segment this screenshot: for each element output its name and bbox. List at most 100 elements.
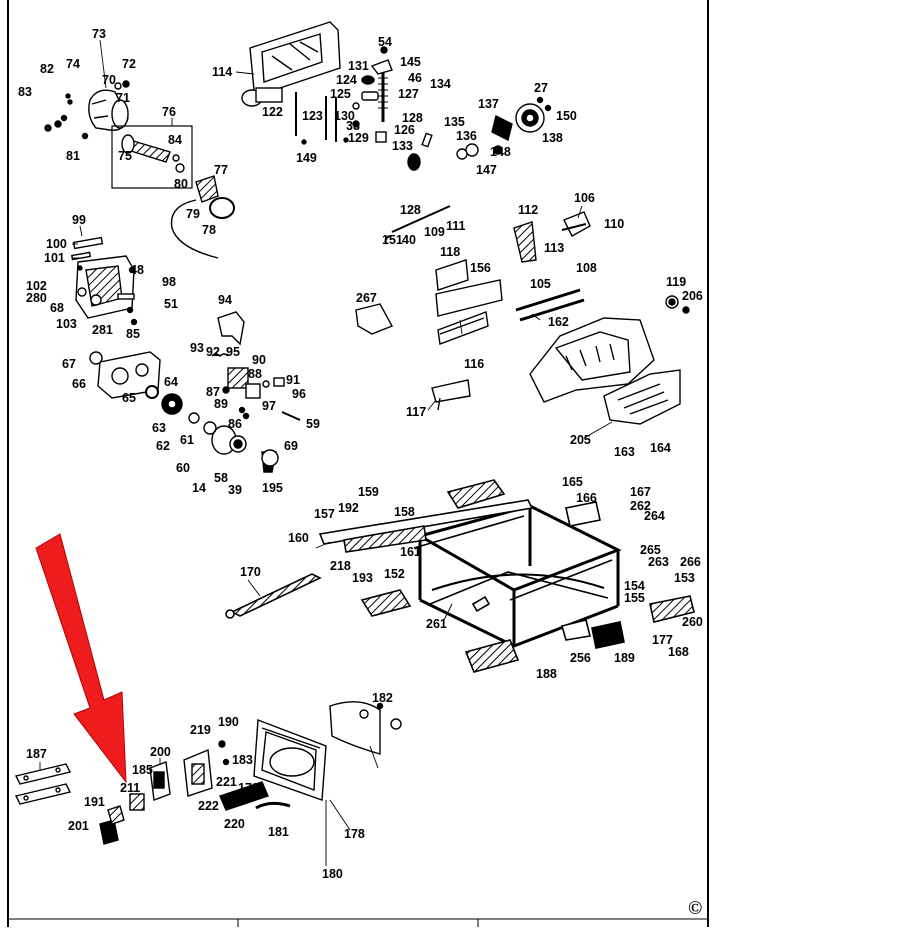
- part-label: 105: [530, 277, 551, 291]
- part-label: 48: [130, 263, 144, 277]
- part-label: 84: [168, 133, 182, 147]
- part-label: 179: [238, 781, 259, 795]
- part-label: 14: [192, 481, 206, 495]
- part-label: 109: [424, 225, 445, 239]
- part-label: 74: [66, 57, 80, 71]
- part-label: 73: [92, 27, 106, 41]
- part-label: 156: [470, 261, 491, 275]
- part-label: 256: [570, 651, 591, 665]
- part-label: 134: [430, 77, 451, 91]
- part-label: 51: [164, 297, 178, 311]
- part-label: 138: [542, 131, 563, 145]
- part-label: 75: [118, 149, 132, 163]
- part-label: 137: [478, 97, 499, 111]
- part-label: 68: [50, 301, 64, 315]
- part-label: 71: [116, 91, 130, 105]
- part-label: 100: [46, 237, 67, 251]
- part-label: 266: [680, 555, 701, 569]
- part-label: 63: [152, 421, 166, 435]
- part-label: 91: [286, 373, 300, 387]
- part-label: 95: [226, 345, 240, 359]
- part-label: 161: [400, 545, 421, 559]
- part-label: 40: [402, 233, 416, 247]
- part-label: 127: [398, 87, 419, 101]
- part-label: 133: [392, 139, 413, 153]
- part-label: 264: [644, 509, 665, 523]
- part-label: 160: [288, 531, 309, 545]
- part-label: 81: [66, 149, 80, 163]
- part-label: 159: [358, 485, 379, 499]
- part-label: 189: [614, 651, 635, 665]
- part-label: 82: [40, 62, 54, 76]
- part-label: 128: [402, 111, 423, 125]
- part-label: 183: [232, 753, 253, 767]
- part-label: 145: [400, 55, 421, 69]
- part-label: 103: [56, 317, 77, 331]
- part-label: 182: [372, 691, 393, 705]
- part-label: 78: [202, 223, 216, 237]
- part-label: 85: [126, 327, 140, 341]
- part-label: 149: [296, 151, 317, 165]
- part-label: 158: [394, 505, 415, 519]
- part-label: 106: [574, 191, 595, 205]
- part-label: 265: [640, 543, 661, 557]
- part-label: 58: [214, 471, 228, 485]
- part-label: 191: [84, 795, 105, 809]
- page-border: [7, 0, 709, 927]
- switch-box-drawing: [14, 701, 402, 845]
- motor-group-drawing: [44, 80, 235, 259]
- part-label: 83: [18, 85, 32, 99]
- part-label: 131: [348, 59, 369, 73]
- part-label: 267: [356, 291, 377, 305]
- part-label: 167: [630, 485, 651, 499]
- part-label: 150: [556, 109, 577, 123]
- part-label: 147: [476, 163, 497, 177]
- part-label: 170: [240, 565, 261, 579]
- part-label: 76: [162, 105, 176, 119]
- part-label: 123: [302, 109, 323, 123]
- part-label: 111: [446, 219, 466, 233]
- part-label: 94: [218, 293, 232, 307]
- part-label: 112: [518, 203, 538, 217]
- part-label: 39: [228, 483, 242, 497]
- part-label: 185: [132, 763, 153, 777]
- carriage-plate-drawing: [241, 21, 552, 171]
- part-label: 87: [206, 385, 220, 399]
- part-label: 163: [614, 445, 635, 459]
- part-label: 190: [218, 715, 239, 729]
- part-label: 151: [382, 233, 403, 247]
- part-label: 66: [72, 377, 86, 391]
- part-label: 219: [190, 723, 211, 737]
- part-label: 154: [624, 579, 645, 593]
- part-label: 192: [338, 501, 359, 515]
- part-label: 72: [122, 57, 136, 71]
- part-labels: 73 74 72 82 70 71 83 81 76 84 75 80 77 7…: [18, 27, 703, 881]
- part-label: 261: [426, 617, 447, 631]
- part-label: 262: [630, 499, 651, 513]
- part-label: 67: [62, 357, 76, 371]
- stand-frame-drawing: [225, 479, 695, 673]
- part-label: 164: [650, 441, 671, 455]
- part-label: 110: [604, 217, 624, 231]
- part-label: 101: [44, 251, 65, 265]
- part-label: 65: [122, 391, 136, 405]
- copyright-mark: ©: [688, 898, 702, 919]
- part-label: 280: [26, 291, 47, 305]
- part-label: 124: [336, 73, 357, 87]
- part-label: 62: [156, 439, 170, 453]
- part-label: 152: [384, 567, 405, 581]
- part-label: 129: [348, 131, 369, 145]
- part-label: 86: [228, 417, 242, 431]
- part-label: 98: [162, 275, 176, 289]
- part-label: 128: [400, 203, 421, 217]
- part-label: 162: [548, 315, 569, 329]
- part-label: 77: [214, 163, 228, 177]
- part-label: 122: [262, 105, 283, 119]
- part-label: 206: [682, 289, 703, 303]
- part-label: 220: [224, 817, 245, 831]
- part-label: 102: [26, 279, 47, 293]
- part-label: 130: [334, 109, 355, 123]
- part-label: 46: [408, 71, 422, 85]
- part-label: 69: [284, 439, 298, 453]
